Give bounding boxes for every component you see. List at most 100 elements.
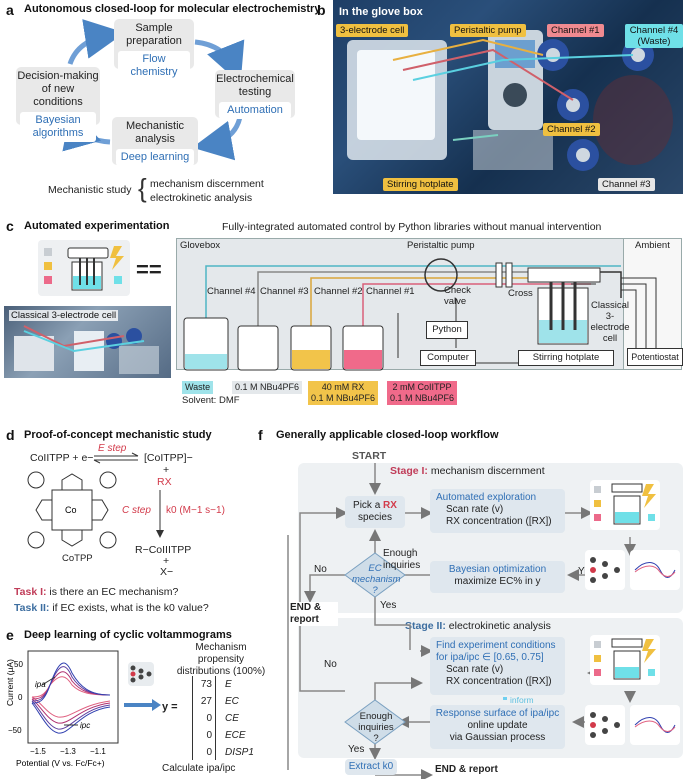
- y-value-1: 73: [200, 679, 212, 690]
- plus-2: +: [163, 555, 170, 567]
- pick-suffix: species: [358, 512, 392, 523]
- end-report-2: END & report: [435, 764, 498, 775]
- nn-icon-e: [128, 662, 154, 686]
- stage2-prefix: Stage II:: [405, 620, 446, 632]
- check-valve-label: Check valve: [444, 285, 471, 307]
- task-2-text: if EC exists, what is the k0 value?: [52, 602, 209, 614]
- panel-e-letter: e: [6, 627, 14, 643]
- nn-icon-f2-drawing: [590, 712, 620, 738]
- propensity-title: Mechanism propensity distributions (100%…: [176, 642, 266, 677]
- workflow-connectors: [287, 463, 636, 779]
- response-surface-box: Response surface of ipa/ipc online updat…: [430, 705, 565, 749]
- find-title: Find experiment conditions for ipa/ipc ∈…: [436, 640, 556, 663]
- cv-ytick-1: 50: [14, 660, 23, 669]
- stage2-title: Stage II: electrokinetic analysis: [405, 620, 551, 632]
- sol-ch1: 2 mM CoIITPP 0.1 M NBu4PF6: [387, 381, 458, 405]
- response-l1: online update: [467, 720, 528, 731]
- inform-label: inform: [510, 695, 534, 705]
- find-l2: RX concentration ([RX]): [446, 676, 552, 687]
- no-1: No: [314, 564, 327, 575]
- solvent-label: Solvent: DMF: [182, 395, 240, 406]
- cell-icon-top: [38, 240, 130, 296]
- plus-1: +: [163, 464, 170, 476]
- label-channel4: Channel #4 (Waste): [625, 24, 683, 48]
- y-vector-bracket: [192, 676, 216, 760]
- yes-2: Yes: [348, 744, 365, 755]
- y-value-4: 0: [206, 730, 212, 741]
- classical-cell-photo: Classical 3-electrode cell: [4, 306, 171, 378]
- cv-xtick-3: −1.1: [90, 747, 106, 756]
- schematic-ch1: Channel #1: [366, 286, 415, 297]
- y-name-4: ECE: [225, 730, 246, 741]
- panel-e-title: Deep learning of cyclic voltammograms: [24, 629, 232, 641]
- ec-mechanism-text: EC mechanism ?: [352, 563, 401, 596]
- calc-label: Calculate ipa/ipc: [162, 763, 236, 774]
- extract-k0-box: Extract k0: [345, 759, 397, 775]
- mech-items: mechanism discernment electrokinetic ana…: [150, 177, 264, 205]
- task-1-text: is there an EC mechanism?: [49, 586, 179, 598]
- panel-f-title: Generally applicable closed-loop workflo…: [276, 429, 499, 441]
- y-value-3: 0: [206, 713, 212, 724]
- step-decision-label: Decision-making of new conditions: [17, 70, 99, 108]
- panel-b-title: In the glove box: [339, 6, 423, 18]
- cell-icon-top-drawing: [44, 246, 124, 291]
- bayes-title: Bayesian optimization: [448, 564, 547, 575]
- panel-f-letter: f: [258, 427, 263, 443]
- auto-explore-l2: RX concentration ([RX]): [446, 516, 552, 527]
- enough-inquiries-1: Enough inquiries: [383, 548, 421, 571]
- y-name-3: CE: [225, 713, 239, 724]
- label-peristaltic: Peristaltic pump: [450, 24, 526, 37]
- task-2-label: Task II:: [14, 602, 50, 614]
- classical-cell-photo-label: Classical 3-electrode cell: [9, 310, 119, 321]
- cv-xtick-2: −1.3: [60, 747, 76, 756]
- cv-ytick-3: −50: [8, 726, 22, 735]
- cell-icon-f2: [590, 635, 660, 685]
- panel-b-letter: b: [317, 2, 326, 18]
- schematic-ch4: Channel #4: [207, 286, 256, 297]
- equals-sign: ==: [136, 257, 162, 282]
- panel-a-title: Autonomous closed-loop for molecular ele…: [24, 3, 321, 15]
- cell-icon-f2-drawing: [594, 638, 656, 680]
- stage1-rest: mechanism discernment: [430, 465, 545, 477]
- step-decision-sub: Bayesian algorithms: [20, 112, 96, 142]
- cv-xtick-1: −1.5: [30, 747, 46, 756]
- cotpp-structure: Co: [27, 471, 117, 549]
- end-report-1: END & report: [290, 602, 338, 626]
- cv-ylabel: Current (μA): [5, 659, 15, 706]
- pick-prefix: Pick a: [353, 500, 381, 511]
- sol-ch1-l1: 2 mM CoIITPP: [392, 382, 452, 392]
- glovebox-photo: In the glove box 3-electrode cell Perist…: [333, 0, 683, 194]
- step-ec-testing: Electrochemical testing Automation: [215, 70, 295, 119]
- schematic-drawing: [183, 258, 681, 371]
- cv-icon-f1-drawing: [634, 562, 676, 578]
- y-equals: y =: [162, 701, 178, 713]
- ec-mechanism-diamond-label: EC mechanism ?: [352, 563, 401, 596]
- nn-icon-f1-drawing: [590, 557, 620, 583]
- label-channel1: Channel #1: [547, 24, 604, 37]
- label-3electrode: 3-electrode cell: [336, 24, 409, 37]
- label-hotplate: Stirring hotplate: [383, 178, 458, 191]
- python-box: Python: [426, 321, 468, 339]
- step-sample-prep: Sample preparation Flow chemistry: [114, 19, 194, 81]
- auto-explore-box: Automated exploration Scan rate (v) RX c…: [430, 489, 565, 533]
- step-mech-analysis-label: Mechanistic analysis: [125, 120, 185, 145]
- schematic-ch3: Channel #3: [260, 286, 309, 297]
- sol-ch2: 40 mM RX 0.1 M NBu4PF6: [308, 381, 379, 405]
- task-1-label: Task I:: [14, 586, 47, 598]
- mech-study-label: Mechanistic study: [48, 184, 132, 196]
- response-l2: via Gaussian process: [449, 732, 546, 743]
- y-vector-names: E EC CE ECE DISP1: [225, 676, 254, 761]
- task-1: Task I: is there an EC mechanism?: [14, 586, 178, 598]
- nn-icon-e-drawing: [130, 665, 152, 683]
- stage1-prefix: Stage I:: [390, 465, 428, 477]
- c-step-arrow: [156, 490, 164, 538]
- cv-to-y-arrow: [124, 699, 161, 711]
- cycle-arrow-1: [194, 39, 245, 84]
- reactant: CoIITPP + e−: [30, 452, 94, 464]
- sol-ch3: 0.1 M NBu4PF6: [232, 381, 303, 394]
- glovebox-photo-drawing: [347, 30, 673, 171]
- ambient-label: Ambient: [635, 240, 670, 251]
- y-vector-values: 73 27 0 0 0: [196, 676, 212, 761]
- pump-label: Peristaltic pump: [407, 240, 475, 251]
- step-mech-analysis: Mechanistic analysis Deep learning: [112, 117, 198, 166]
